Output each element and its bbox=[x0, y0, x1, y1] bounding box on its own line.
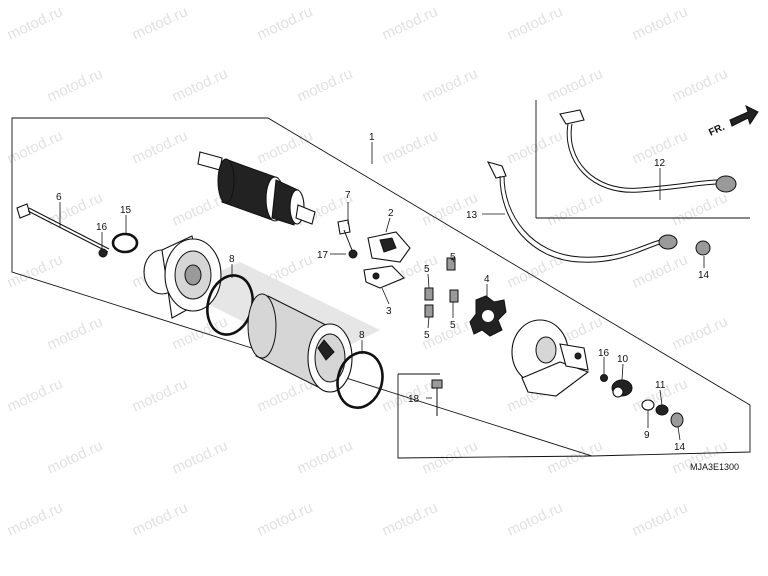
callout-4: 4 bbox=[484, 274, 490, 285]
watermark-text: motod.ru bbox=[130, 375, 191, 415]
watermark-text: motod.ru bbox=[630, 251, 691, 291]
brush-assembly bbox=[337, 219, 411, 289]
o-ring-15 bbox=[111, 232, 139, 254]
watermark-text: motod.ru bbox=[420, 65, 481, 105]
callout-1: 1 bbox=[369, 132, 375, 143]
watermark-text: motod.ru bbox=[170, 437, 231, 477]
callout-2: 2 bbox=[388, 208, 394, 219]
watermark-text: motod.ru bbox=[295, 65, 356, 105]
callout-12: 12 bbox=[654, 158, 666, 169]
watermark-text: motod.ru bbox=[255, 3, 316, 43]
watermark-text: motod.ru bbox=[130, 499, 191, 539]
callout-10: 10 bbox=[617, 354, 629, 365]
washer-9 bbox=[641, 399, 655, 411]
watermark-text: motod.ru bbox=[505, 499, 566, 539]
callout-14b: 14 bbox=[674, 442, 686, 453]
watermark-text: motod.ru bbox=[670, 65, 731, 105]
watermark-text: motod.ru bbox=[545, 65, 606, 105]
front-cover bbox=[511, 319, 590, 397]
callout-11: 11 bbox=[655, 380, 666, 391]
watermark-text: motod.ru bbox=[295, 437, 356, 477]
yoke bbox=[247, 293, 353, 393]
watermark-text: motod.ru bbox=[630, 3, 691, 43]
watermark-text: motod.ru bbox=[505, 251, 566, 291]
ground-cable bbox=[559, 109, 737, 193]
callout-5d: 5 bbox=[424, 330, 430, 341]
washer-11 bbox=[655, 404, 669, 416]
callout-3: 3 bbox=[386, 306, 392, 317]
through-bolt bbox=[16, 203, 110, 253]
watermark-text: motod.ru bbox=[130, 127, 191, 167]
callout-8a: 8 bbox=[229, 254, 235, 265]
watermark-text: motod.ru bbox=[505, 127, 566, 167]
bolt-18 bbox=[431, 379, 443, 416]
armature bbox=[197, 151, 316, 226]
callout-16b: 16 bbox=[598, 348, 610, 359]
callout-7: 7 bbox=[345, 190, 351, 201]
callout-9: 9 bbox=[644, 430, 650, 441]
washer-16-left bbox=[98, 248, 108, 258]
callout-5a: 5 bbox=[450, 252, 456, 263]
watermark-text: motod.ru bbox=[380, 499, 441, 539]
callout-13: 13 bbox=[466, 210, 478, 221]
watermark-text: motod.ru bbox=[380, 3, 441, 43]
leader-lines bbox=[59, 142, 705, 441]
watermark-text: motod.ru bbox=[45, 437, 106, 477]
watermark-text: motod.ru bbox=[45, 65, 106, 105]
callout-labels: 1 2 3 4 5 5 5 5 6 7 8 8 9 10 11 12 13 14… bbox=[56, 122, 739, 472]
watermark-text: motod.ru bbox=[255, 499, 316, 539]
watermark-text: motod.ru bbox=[5, 375, 66, 415]
callout-8b: 8 bbox=[359, 330, 365, 341]
watermark-text: motod.ru bbox=[545, 437, 606, 477]
callout-15: 15 bbox=[120, 205, 132, 216]
washer-16-right bbox=[600, 374, 608, 382]
watermark-text: motod.ru bbox=[380, 127, 441, 167]
diagram-code: MJA3E1300 bbox=[690, 462, 739, 472]
callout-5c: 5 bbox=[450, 320, 456, 331]
watermark-text: motod.ru bbox=[5, 127, 66, 167]
nut-14-upper bbox=[695, 240, 711, 256]
watermark-text: motod.ru bbox=[45, 313, 106, 353]
watermark-text: motod.ru bbox=[670, 313, 731, 353]
watermark-text: motod.ru bbox=[670, 189, 731, 229]
callout-18: 18 bbox=[408, 394, 420, 405]
starter-cable bbox=[486, 161, 678, 263]
watermark-text: motod.ru bbox=[170, 65, 231, 105]
callout-5b: 5 bbox=[424, 264, 430, 275]
front-direction-arrow bbox=[729, 105, 759, 127]
watermark-text: motod.ru bbox=[5, 499, 66, 539]
terminal-insulator bbox=[611, 379, 633, 398]
o-ring-8-right bbox=[336, 351, 384, 409]
insulator bbox=[469, 295, 507, 337]
watermark-text: motod.ru bbox=[255, 127, 316, 167]
fr-label: FR. bbox=[707, 122, 726, 139]
watermark-text: motod.ru bbox=[505, 3, 566, 43]
callout-6: 6 bbox=[56, 192, 62, 203]
watermark-text: motod.ru bbox=[630, 499, 691, 539]
rear-cover bbox=[143, 235, 222, 319]
watermark-text: motod.ru bbox=[5, 3, 66, 43]
callout-17: 17 bbox=[317, 250, 329, 261]
callout-14a: 14 bbox=[698, 270, 710, 281]
watermark-text: motod.ru bbox=[130, 3, 191, 43]
nut-14-lower bbox=[670, 412, 684, 428]
watermark-text: motod.ru bbox=[545, 189, 606, 229]
callout-16a: 16 bbox=[96, 222, 108, 233]
assembly-frame bbox=[11, 100, 751, 459]
